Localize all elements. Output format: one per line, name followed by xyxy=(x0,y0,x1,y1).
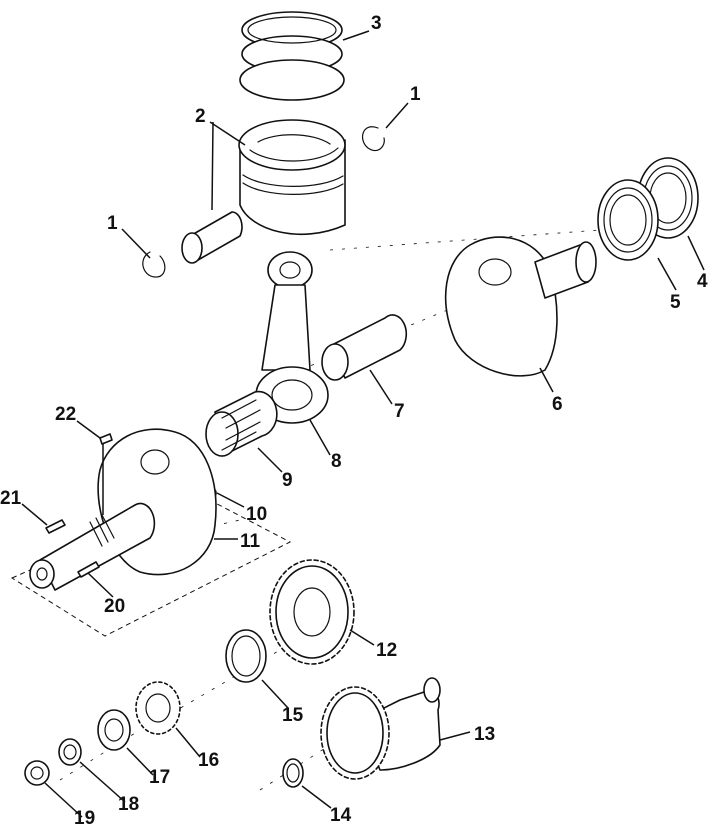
callout-2: 2 xyxy=(195,106,206,127)
ball-bearing-inner xyxy=(597,179,659,261)
callout-3: 3 xyxy=(371,13,382,34)
key-long xyxy=(77,561,100,578)
crankshaft-right-half xyxy=(444,236,597,377)
needle-bearing xyxy=(205,390,278,457)
callout-14: 14 xyxy=(330,805,352,825)
callout-1-right: 1 xyxy=(410,84,421,105)
small-washer xyxy=(282,758,304,788)
woodruff-key-small xyxy=(99,433,113,445)
callout-21: 21 xyxy=(0,488,22,509)
drive-gear xyxy=(269,559,355,665)
callout-9: 9 xyxy=(282,470,293,491)
thrust-washer xyxy=(225,629,267,683)
callout-12: 12 xyxy=(376,640,397,661)
callout-11: 11 xyxy=(240,531,261,552)
callout-labels: 1 1 2 3 4 5 6 7 8 9 10 11 12 13 14 15 16… xyxy=(0,13,708,825)
camshaft xyxy=(320,677,441,780)
callout-17: 17 xyxy=(149,767,170,788)
spacer-collar xyxy=(97,709,131,751)
key-short xyxy=(45,519,66,534)
callout-5: 5 xyxy=(670,292,681,313)
callout-19: 19 xyxy=(74,808,95,825)
callout-6: 6 xyxy=(552,394,563,415)
callout-22: 22 xyxy=(55,404,76,425)
callout-1-left: 1 xyxy=(107,213,118,234)
callout-16: 16 xyxy=(198,750,219,771)
callout-20: 20 xyxy=(104,596,125,617)
leader-lines xyxy=(21,30,705,818)
callout-8: 8 xyxy=(331,451,342,472)
crank-pin xyxy=(321,314,408,381)
piston-rings xyxy=(239,11,345,101)
sprocket xyxy=(135,681,181,735)
callout-18: 18 xyxy=(118,794,139,815)
crankshaft-left-half xyxy=(29,428,217,591)
piston-pin xyxy=(181,211,243,264)
callout-10: 10 xyxy=(246,504,267,525)
callout-4: 4 xyxy=(697,271,708,292)
callout-15: 15 xyxy=(282,705,304,726)
circlip-left xyxy=(142,251,166,278)
circlip-right xyxy=(361,126,385,152)
callout-13: 13 xyxy=(474,724,495,745)
washer xyxy=(58,738,82,766)
callout-7: 7 xyxy=(394,401,405,422)
piston xyxy=(238,119,346,236)
nut xyxy=(24,760,50,786)
